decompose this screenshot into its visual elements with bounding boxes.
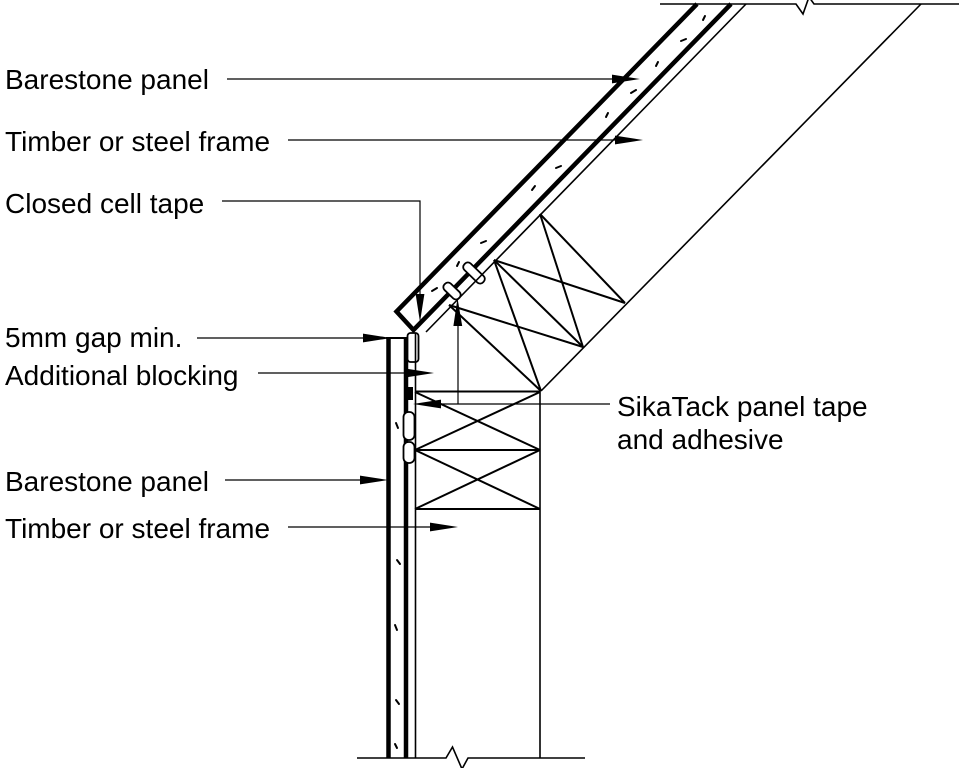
wall-adhesive-bead [402,441,416,464]
callout-sikatack-line2: and adhesive [617,424,784,455]
leader-additional-blocking [258,368,434,378]
callout-gap-min: 5mm gap min. [5,322,183,353]
leader-arrowhead [430,522,458,532]
callout-timber-or-steel-frame-top: Timber or steel frame [5,126,271,157]
leader-gap-min [197,333,391,343]
leader-arrowhead [360,475,388,485]
bottom-break-line [357,745,585,768]
leader-arrowhead [615,135,643,145]
leader-barestone-panel-top [227,74,640,84]
wall-adhesive-bead [402,411,416,441]
roof-panel-stipple [431,15,706,292]
wall-panel-tape-piece [404,387,413,400]
roof-assembly [393,2,922,392]
wall-panel-stipple [394,422,401,749]
leader-timber-frame-top [288,135,643,145]
callout-timber-or-steel-frame-bottom: Timber or steel frame [5,513,271,544]
leader-arrowhead [415,294,425,322]
roof-frame-bracing [448,213,626,392]
roof-frame-outer-edge [425,3,747,333]
callout-barestone-panel-top: Barestone panel [5,64,209,95]
leader-arrowhead [453,298,463,326]
leader-closed-cell-tape [222,200,425,322]
roof-barestone-panel [393,2,733,334]
wall-assembly [386,332,541,758]
top-break-line [660,0,959,16]
callout-barestone-panel-bottom: Barestone panel [5,466,209,497]
callout-additional-blocking: Additional blocking [5,360,239,391]
leader-sikatack [413,298,610,409]
leader-arrowhead [363,333,391,343]
callout-sikatack: SikaTack panel tape and adhesive [617,390,868,456]
leader-timber-frame-bottom [288,522,458,532]
leader-barestone-panel-bottom [225,475,388,485]
leader-arrowhead [406,368,434,378]
leader-arrowhead [612,74,640,84]
leader-arrowhead [413,399,441,409]
wall-blocking [414,390,541,510]
callout-closed-cell-tape: Closed cell tape [5,188,205,219]
closed-cell-tape-piece [406,332,420,363]
callout-sikatack-line1: SikaTack panel tape [617,391,868,422]
roof-frame-inner-edge [540,3,922,392]
